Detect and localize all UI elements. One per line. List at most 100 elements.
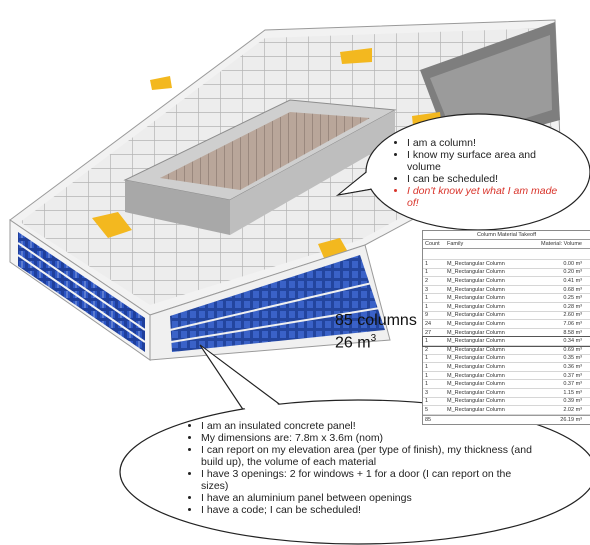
panel-bubble-item: My dimensions are: 7.8m x 3.6m (nom) bbox=[201, 432, 532, 444]
row-family: M_Rectangular Column bbox=[447, 312, 505, 319]
takeoff-row[interactable]: 2 M_Rectangular Column 0.69 m³ bbox=[423, 346, 590, 355]
takeoff-header-row: Count Family Material: Volume bbox=[423, 240, 590, 249]
panel-bubble-item: I have an aluminium panel between openin… bbox=[201, 492, 532, 504]
column-bubble-item: I know my surface area and volume bbox=[407, 149, 568, 173]
row-count: 1 bbox=[425, 338, 429, 345]
header-volume: Material: Volume bbox=[541, 241, 582, 247]
row-count: 27 bbox=[425, 329, 432, 336]
header-family: Family bbox=[447, 241, 464, 247]
panel-bubble-item: I have a code; I can be scheduled! bbox=[201, 504, 532, 516]
row-family: M_Rectangular Column bbox=[447, 398, 505, 405]
column-volume: 26 m3 bbox=[335, 332, 377, 351]
row-count: 1 bbox=[425, 355, 429, 362]
takeoff-row[interactable]: 1 M_Rectangular Column 0.37 m³ bbox=[423, 380, 590, 389]
row-family: M_Rectangular Column bbox=[447, 286, 505, 293]
row-family: M_Rectangular Column bbox=[447, 269, 505, 276]
column-material-takeoff-table: Column Material Takeoff Count Family Mat… bbox=[422, 230, 590, 425]
row-count: 1 bbox=[425, 269, 429, 276]
row-volume: 0.25 m³ bbox=[563, 295, 582, 302]
total-volume: 26.19 m³ bbox=[560, 416, 582, 423]
accent-room-5 bbox=[150, 76, 172, 90]
row-volume: 0.39 m³ bbox=[563, 398, 582, 405]
row-count: 3 bbox=[425, 389, 429, 396]
takeoff-row[interactable]: 1 M_Rectangular Column 0.36 m³ bbox=[423, 363, 590, 372]
row-volume: 0.41 m³ bbox=[563, 277, 582, 284]
row-count: 1 bbox=[425, 381, 429, 388]
takeoff-row[interactable]: 1 M_Rectangular Column 0.35 m³ bbox=[423, 355, 590, 364]
row-family: M_Rectangular Column bbox=[447, 389, 505, 396]
row-family: M_Rectangular Column bbox=[447, 406, 505, 413]
row-count: 5 bbox=[425, 406, 429, 413]
column-count: 85 columns bbox=[335, 312, 417, 329]
total-count: 85 bbox=[425, 416, 432, 423]
row-family: M_Rectangular Column bbox=[447, 277, 505, 284]
takeoff-row[interactable]: 1 M_Rectangular Column 0.37 m³ bbox=[423, 372, 590, 381]
row-count: 1 bbox=[425, 363, 429, 370]
row-volume: 0.37 m³ bbox=[563, 372, 582, 379]
column-summary: 85 columns 26 m3 bbox=[335, 310, 417, 354]
takeoff-row[interactable]: 3 M_Rectangular Column 1.15 m³ bbox=[423, 389, 590, 398]
takeoff-row[interactable]: 2 M_Rectangular Column 0.41 m³ bbox=[423, 277, 590, 286]
takeoff-row[interactable]: 9 M_Rectangular Column 2.60 m³ bbox=[423, 312, 590, 321]
row-family: M_Rectangular Column bbox=[447, 372, 505, 379]
row-family: M_Rectangular Column bbox=[447, 295, 505, 302]
row-volume: 0.36 m³ bbox=[563, 363, 582, 370]
takeoff-title: Column Material Takeoff bbox=[423, 231, 590, 240]
takeoff-row[interactable]: 24 M_Rectangular Column 7.06 m³ bbox=[423, 320, 590, 329]
panel-bubble-text: I am an insulated concrete panel! My dim… bbox=[187, 420, 532, 517]
atrium-floor bbox=[160, 112, 370, 190]
row-count: 1 bbox=[425, 260, 429, 267]
takeoff-row[interactable]: 27 M_Rectangular Column 8.58 m³ bbox=[423, 329, 590, 338]
row-volume: 0.69 m³ bbox=[563, 346, 582, 353]
front-facade-windows bbox=[18, 232, 145, 352]
row-family: M_Rectangular Column bbox=[447, 320, 505, 327]
takeoff-row[interactable]: 1 M_Rectangular Column 0.00 m³ bbox=[423, 260, 590, 269]
row-count: 2 bbox=[425, 277, 429, 284]
accent-room-1 bbox=[92, 212, 132, 238]
row-volume: 2.60 m³ bbox=[563, 312, 582, 319]
column-bubble-item-emphasis: I don't know yet what I am made of! bbox=[407, 185, 568, 209]
takeoff-row[interactable]: 1 M_Rectangular Column 0.39 m³ bbox=[423, 398, 590, 407]
row-family: M_Rectangular Column bbox=[447, 355, 505, 362]
row-volume: 0.35 m³ bbox=[563, 355, 582, 362]
row-count: 3 bbox=[425, 286, 429, 293]
row-volume: 0.00 m³ bbox=[563, 260, 582, 267]
accent-room-2 bbox=[340, 48, 372, 64]
takeoff-total-row: 85 26.19 m³ bbox=[423, 414, 590, 424]
central-block-wall bbox=[125, 180, 230, 235]
row-count: 1 bbox=[425, 295, 429, 302]
row-count: 9 bbox=[425, 312, 429, 319]
row-volume: 0.37 m³ bbox=[563, 381, 582, 388]
header-count: Count bbox=[425, 241, 440, 247]
row-family: M_Rectangular Column bbox=[447, 363, 505, 370]
row-volume: 7.06 m³ bbox=[563, 320, 582, 327]
row-volume: 1.15 m³ bbox=[563, 389, 582, 396]
row-count: 24 bbox=[425, 320, 432, 327]
row-volume: 0.34 m³ bbox=[563, 338, 582, 345]
row-volume: 0.28 m³ bbox=[563, 303, 582, 310]
panel-bubble-item: I can report on my elevation area (per t… bbox=[201, 444, 532, 468]
column-bubble-item: I am a column! bbox=[407, 137, 568, 149]
row-count: 1 bbox=[425, 398, 429, 405]
row-family: M_Rectangular Column bbox=[447, 346, 505, 353]
column-bubble-text: I am a column! I know my surface area an… bbox=[393, 137, 568, 209]
row-family: M_Rectangular Column bbox=[447, 329, 505, 336]
row-count: 1 bbox=[425, 372, 429, 379]
row-count: 2 bbox=[425, 346, 429, 353]
row-count: 1 bbox=[425, 303, 429, 310]
row-family: M_Rectangular Column bbox=[447, 260, 505, 267]
panel-bubble-item: I have 3 openings: 2 for windows + 1 for… bbox=[201, 468, 532, 492]
volume-unit-superscript: 3 bbox=[370, 332, 377, 344]
side-facade-windows bbox=[170, 255, 385, 352]
row-family: M_Rectangular Column bbox=[447, 381, 505, 388]
column-bubble-item: I can be scheduled! bbox=[407, 173, 568, 185]
takeoff-row[interactable]: 1 M_Rectangular Column 0.25 m³ bbox=[423, 294, 590, 303]
row-volume: 8.58 m³ bbox=[563, 329, 582, 336]
